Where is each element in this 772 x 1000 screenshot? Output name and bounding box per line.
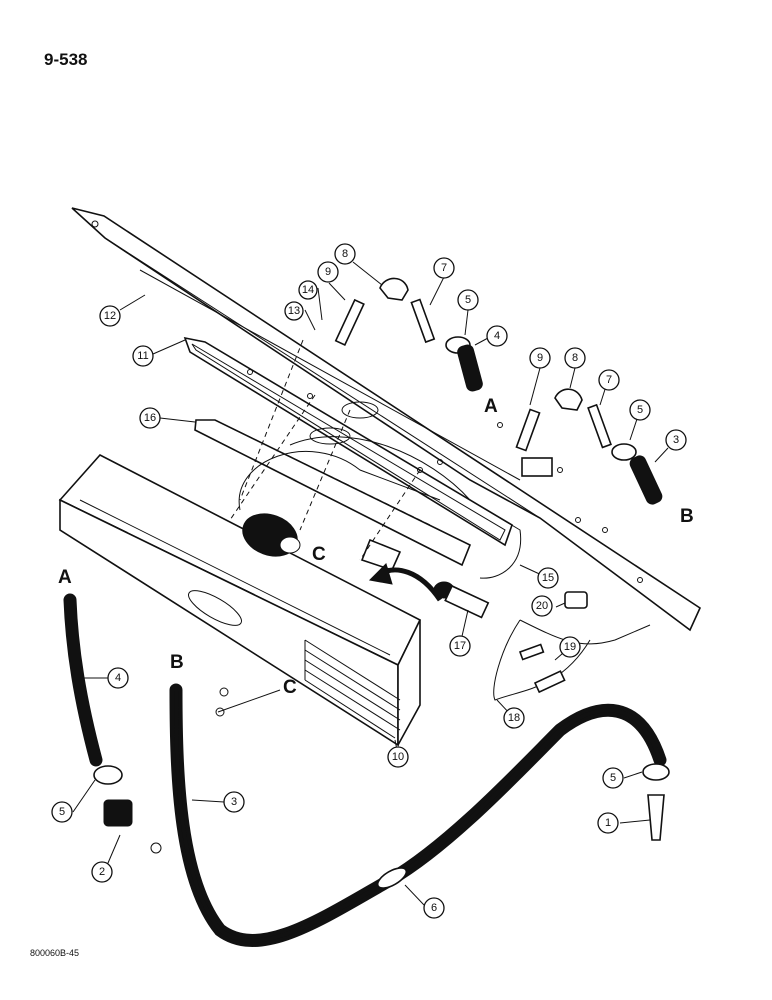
- clip-6: [376, 867, 408, 889]
- callout-16: 16: [139, 407, 161, 429]
- callout-5d: 5: [602, 767, 624, 789]
- svg-text:17: 17: [454, 640, 466, 652]
- svg-text:6: 6: [431, 902, 437, 914]
- callout-4b: 4: [107, 667, 129, 689]
- callout-3b: 3: [223, 791, 245, 813]
- callout-19: 19: [559, 636, 581, 658]
- svg-text:9: 9: [325, 266, 331, 278]
- callout-3a: 3: [665, 429, 687, 451]
- svg-text:5: 5: [637, 404, 643, 416]
- svg-text:8: 8: [342, 248, 348, 260]
- mounting-plate-12: [71, 207, 702, 632]
- callout-13: 13: [284, 301, 304, 321]
- heater-grille: [304, 639, 401, 739]
- svg-text:16: 16: [144, 412, 156, 424]
- blower-motor: [242, 513, 301, 557]
- callout-1: 1: [597, 812, 619, 834]
- callout-5a: 5: [457, 289, 479, 311]
- callout-5b: 5: [629, 399, 651, 421]
- hose-4: [63, 593, 103, 767]
- callout-18: 18: [503, 707, 525, 729]
- assembly-dashed-lines: [229, 339, 421, 561]
- callout-11: 11: [132, 345, 154, 367]
- letter-b-hose: B: [170, 652, 184, 673]
- callout-17: 17: [449, 635, 471, 657]
- install-arrow: [368, 563, 443, 602]
- svg-text:1: 1: [605, 817, 611, 829]
- callout-9b: 9: [529, 347, 551, 369]
- svg-text:5: 5: [59, 806, 65, 818]
- letter-a-hose: A: [58, 567, 72, 588]
- svg-text:4: 4: [115, 672, 121, 684]
- callout-20: 20: [531, 595, 553, 617]
- clamp-and-fitting-right: [642, 763, 670, 841]
- svg-text:5: 5: [465, 294, 471, 306]
- svg-text:4: 4: [494, 330, 500, 342]
- callout-7b: 7: [598, 369, 620, 391]
- svg-text:20: 20: [536, 600, 548, 612]
- fitting-assembly-b: [515, 388, 663, 505]
- letter-a-top: A: [484, 396, 498, 417]
- svg-text:5: 5: [610, 772, 616, 784]
- svg-text:2: 2: [99, 866, 105, 878]
- svg-text:11: 11: [137, 350, 148, 362]
- svg-text:15: 15: [542, 572, 554, 584]
- callout-2: 2: [91, 861, 113, 883]
- callout-12: 12: [99, 305, 121, 327]
- callout-6: 6: [423, 897, 445, 919]
- motor-wiring: [238, 436, 522, 579]
- hose-3: [169, 683, 667, 947]
- switch-17: [433, 581, 490, 619]
- svg-text:14: 14: [302, 284, 314, 296]
- svg-text:8: 8: [572, 352, 578, 364]
- fitting-assembly-a: [334, 277, 483, 392]
- svg-text:13: 13: [288, 305, 300, 317]
- gasket-11: [183, 336, 513, 547]
- letter-c-wire: C: [283, 677, 297, 698]
- callout-14: 14: [298, 280, 318, 300]
- letter-c-motor: C: [312, 544, 326, 565]
- ground-wire-c: [215, 687, 281, 717]
- heater-box-10: [58, 454, 422, 747]
- reference-code: 800060B-45: [30, 948, 80, 958]
- wire-harness-18: [493, 619, 651, 701]
- svg-text:9: 9: [537, 352, 543, 364]
- callout-10: 10: [387, 746, 409, 768]
- callout-15: 15: [537, 567, 559, 589]
- callout-8b: 8: [564, 347, 586, 369]
- svg-text:12: 12: [104, 310, 116, 322]
- svg-text:18: 18: [508, 712, 520, 724]
- letter-b-top: B: [680, 506, 694, 527]
- connector-20: [564, 591, 588, 609]
- svg-text:7: 7: [441, 262, 447, 274]
- callout-9a: 9: [317, 261, 339, 283]
- clamp-and-valve: [93, 765, 162, 854]
- callout-8a: 8: [334, 243, 356, 265]
- callout-5c: 5: [51, 801, 73, 823]
- page-number: 9-538: [44, 50, 88, 69]
- svg-text:19: 19: [564, 641, 576, 653]
- callout-4a: 4: [486, 325, 508, 347]
- svg-text:3: 3: [673, 434, 679, 446]
- callout-7a: 7: [433, 257, 455, 279]
- svg-text:7: 7: [606, 374, 612, 386]
- svg-text:10: 10: [392, 751, 404, 763]
- svg-text:3: 3: [231, 796, 237, 808]
